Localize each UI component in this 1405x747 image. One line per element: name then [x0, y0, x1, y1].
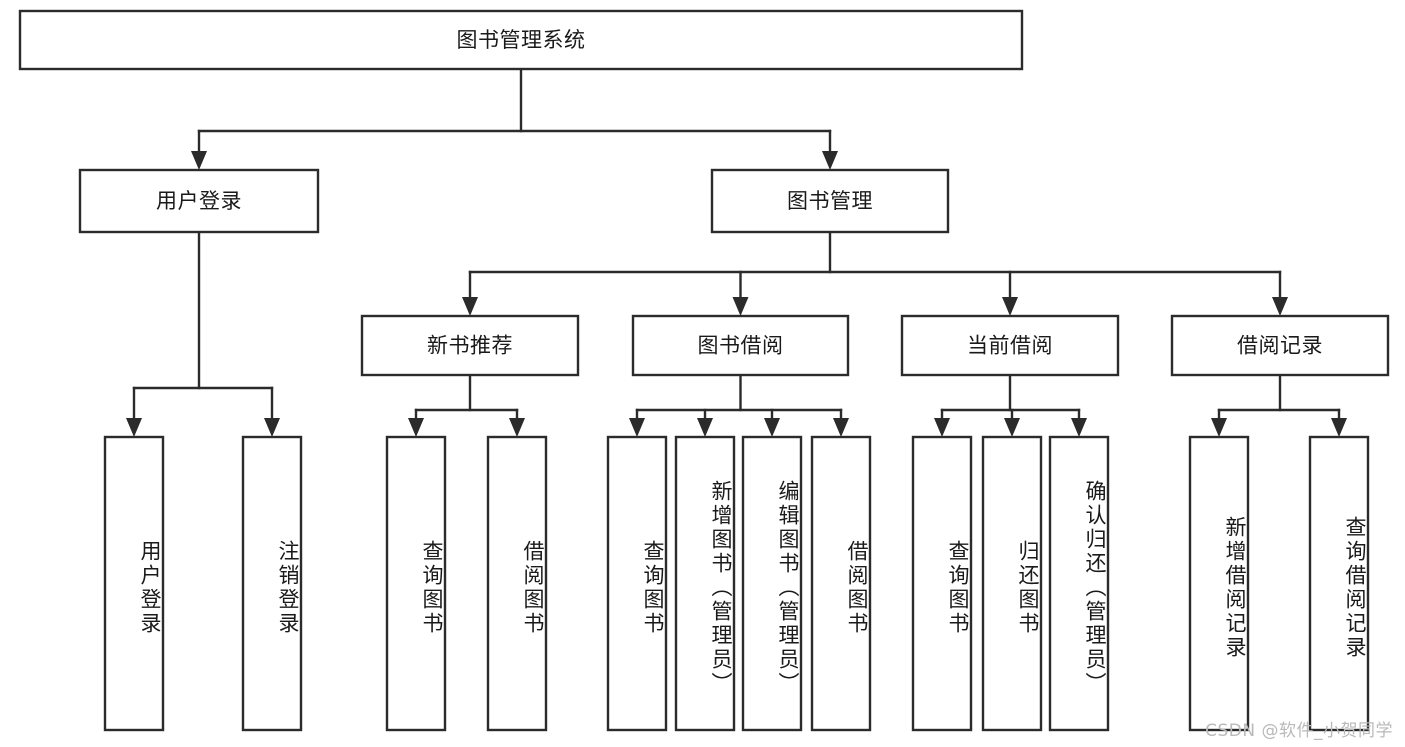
csdn-watermark: CSDN @软件_小贺同学	[1205, 721, 1393, 741]
node-leaf-query-record[interactable]	[1308, 435, 1370, 732]
arrow-head-icon	[1272, 297, 1288, 316]
node-label-user-login: 用户登录	[156, 189, 242, 213]
node-boxes	[18, 9, 1390, 732]
node-leaf-query-book-2[interactable]	[606, 435, 668, 732]
node-leaf-add-book[interactable]	[674, 435, 736, 732]
node-book-borrow[interactable]	[631, 314, 850, 377]
node-borrow-record[interactable]	[1170, 314, 1390, 377]
node-label-root-title: 图书管理系统	[457, 28, 586, 52]
node-leaf-edit-book[interactable]	[741, 435, 803, 732]
arrow-head-icon	[126, 418, 142, 437]
node-new-book-recommend[interactable]	[360, 314, 580, 377]
node-leaf-query-book-3[interactable]	[911, 435, 973, 732]
arrow-head-icon	[1002, 297, 1018, 316]
arrow-head-icon	[1071, 418, 1087, 437]
node-leaf-logout[interactable]	[241, 435, 303, 732]
node-label-book-manage: 图书管理	[787, 189, 873, 213]
arrow-head-icon	[822, 151, 838, 170]
node-root-title[interactable]	[18, 9, 1024, 71]
arrow-head-icon	[833, 418, 849, 437]
node-leaf-user-login[interactable]	[103, 435, 165, 732]
node-user-login[interactable]	[78, 168, 320, 234]
node-leaf-confirm-return[interactable]	[1048, 435, 1110, 732]
arrow-head-icon	[191, 151, 207, 170]
node-label-current-borrow: 当前借阅	[967, 334, 1053, 358]
node-label-borrow-record: 借阅记录	[1237, 334, 1323, 358]
arrow-head-icon	[1331, 418, 1347, 437]
node-label-new-book-recommend: 新书推荐	[427, 334, 513, 358]
arrow-head-icon	[764, 418, 780, 437]
node-leaf-add-record[interactable]	[1188, 435, 1250, 732]
node-leaf-borrow-book-1[interactable]	[486, 435, 548, 732]
arrow-head-icon	[462, 297, 478, 316]
arrow-head-icon	[408, 418, 424, 437]
node-label-book-borrow: 图书借阅	[698, 334, 784, 358]
node-leaf-borrow-book-2[interactable]	[810, 435, 872, 732]
arrow-head-icon	[1211, 418, 1227, 437]
node-book-manage[interactable]	[710, 168, 950, 234]
arrow-head-icon	[509, 418, 525, 437]
node-leaf-query-book-1[interactable]	[385, 435, 447, 732]
arrow-head-icon	[732, 297, 749, 316]
arrow-head-icon	[934, 418, 950, 437]
arrow-head-icon	[264, 418, 280, 437]
arrow-head-icon	[629, 418, 645, 437]
node-leaf-return-book[interactable]	[981, 435, 1043, 732]
arrow-head-icon	[1004, 418, 1020, 437]
connector-lines	[126, 67, 1347, 437]
arrow-head-icon	[697, 418, 713, 437]
node-current-borrow[interactable]	[900, 314, 1120, 377]
